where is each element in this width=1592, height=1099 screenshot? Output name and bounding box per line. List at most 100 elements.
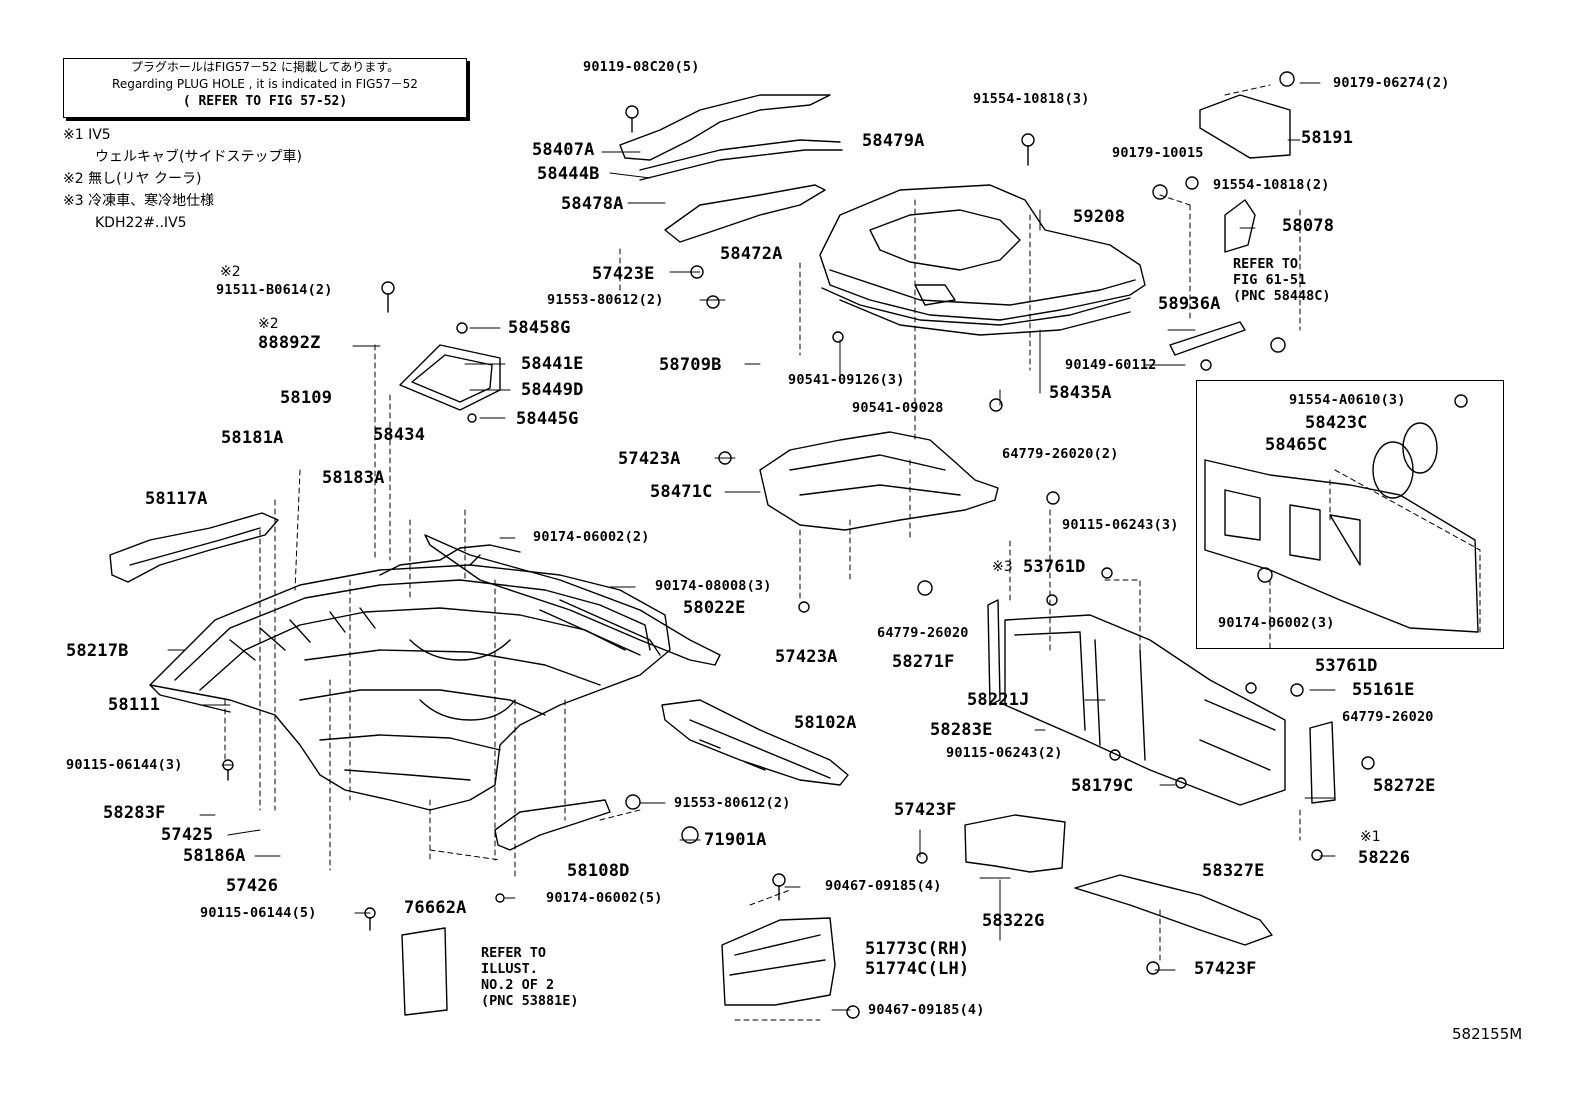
part-label[interactable]: 58022E <box>683 598 746 618</box>
part-label[interactable]: 90174-06002(5) <box>546 890 663 906</box>
part-label[interactable]: 58709B <box>659 355 722 375</box>
hole-cover-58441e-shape <box>399 344 501 411</box>
part-label[interactable]: 90174-06002(2) <box>533 529 650 545</box>
part-label[interactable]: 58449D <box>521 380 584 400</box>
part-label[interactable]: 90174-06002(3) <box>1218 615 1335 631</box>
part-label[interactable]: 58472A <box>720 244 783 264</box>
part-label[interactable]: 58322G <box>982 911 1045 931</box>
part-label[interactable]: 58111 <box>108 695 161 715</box>
part-label[interactable]: 58181A <box>221 428 284 448</box>
part-label[interactable]: 91511-B0614(2) <box>216 282 333 298</box>
part-label[interactable]: 58444B <box>537 164 600 184</box>
panel-58191-shape <box>1199 94 1291 159</box>
part-label[interactable]: 58471C <box>650 482 713 502</box>
part-label[interactable]: 58327E <box>1202 861 1265 881</box>
part-label[interactable]: 57425 <box>161 825 214 845</box>
refer-illust[interactable]: REFER TO ILLUST. NO.2 OF 2 (PNC 53881E) <box>481 945 579 1009</box>
figure-id: 582155M <box>1452 1025 1523 1043</box>
part-label[interactable]: 58283E <box>930 720 993 740</box>
part-label[interactable]: 58478A <box>561 194 624 214</box>
part-label[interactable]: 90467-09185(4) <box>825 878 942 894</box>
part-label[interactable]: 51774C(LH) <box>865 959 970 979</box>
refer-fig61[interactable]: REFER TO FIG 61-51 (PNC 58448C) <box>1233 256 1331 304</box>
part-label[interactable]: 57423F <box>894 800 957 820</box>
part-label[interactable]: 58407A <box>532 140 595 160</box>
part-label[interactable]: 58435A <box>1049 383 1112 403</box>
part-label[interactable]: 71901A <box>704 830 767 850</box>
panel-58322g-shape <box>964 814 1066 873</box>
part-label[interactable]: 90119-08C20(5) <box>583 59 700 75</box>
part-label[interactable]: 88892Z <box>258 333 321 353</box>
part-label[interactable]: 91553-80612(2) <box>674 795 791 811</box>
footnote-3-detail: KDH22#..IV5 <box>95 215 187 231</box>
part-label[interactable]: 58226 <box>1358 848 1411 868</box>
floor-cover-58471c-shape <box>759 431 999 531</box>
part-label[interactable]: 58102A <box>794 713 857 733</box>
part-label[interactable]: 90179-06274(2) <box>1333 75 1450 91</box>
crossmember-58102a-shape <box>661 699 849 786</box>
part-label[interactable]: 59208 <box>1073 207 1126 227</box>
part-label[interactable]: 58191 <box>1301 128 1354 148</box>
note-english: Regarding PLUG HOLE , it is indicated in… <box>112 77 418 91</box>
part-label[interactable]: 91554-A0610(3) <box>1289 392 1406 408</box>
strip-58271f-shape <box>987 599 1001 706</box>
footnote-2: ※2 無し(リヤ クーラ) <box>63 171 202 187</box>
part-label[interactable]: 90115-06243(3) <box>1062 517 1179 533</box>
note-refer-link[interactable]: ( REFER TO FIG 57-52) <box>182 94 348 109</box>
plug-hole-note: プラグホールはFIG57－52 に掲載してあります。 Regarding PLU… <box>63 58 467 118</box>
part-label[interactable]: 90541-09126(3) <box>788 372 905 388</box>
part-label[interactable]: 58458G <box>508 318 571 338</box>
part-label[interactable]: 90541-09028 <box>852 400 944 416</box>
step-51773c-shape <box>721 917 836 1006</box>
part-label[interactable]: 55161E <box>1352 680 1415 700</box>
part-label[interactable]: 58434 <box>373 425 426 445</box>
part-label[interactable]: 57423A <box>775 647 838 667</box>
part-label[interactable]: 58465C <box>1265 435 1328 455</box>
part-label[interactable]: 58441E <box>521 354 584 374</box>
part-label[interactable]: 90115-06144(3) <box>66 757 183 773</box>
part-label[interactable]: 58217B <box>66 641 129 661</box>
footnote-3: ※3 冷凍車、寒冷地仕様 <box>63 193 215 209</box>
part-label[interactable]: 64779-26020 <box>877 625 969 641</box>
mark-3: ※3 <box>992 559 1013 575</box>
part-label[interactable]: 57423E <box>592 264 655 284</box>
part-label[interactable]: 90174-08008(3) <box>655 578 772 594</box>
part-label[interactable]: 58078 <box>1282 216 1335 236</box>
part-label[interactable]: 58271F <box>892 652 955 672</box>
part-label[interactable]: 58272E <box>1373 776 1436 796</box>
part-label[interactable]: 58936A <box>1158 294 1221 314</box>
part-label[interactable]: 58179C <box>1071 776 1134 796</box>
leader-lines <box>167 82 1481 1021</box>
part-label[interactable]: 51773C(RH) <box>865 939 970 959</box>
part-label[interactable]: 58479A <box>862 131 925 151</box>
part-label[interactable]: 58283F <box>103 803 166 823</box>
part-label[interactable]: 58186A <box>183 846 246 866</box>
fastener-glyphs <box>222 71 1468 1019</box>
part-label[interactable]: 58183A <box>322 468 385 488</box>
part-label[interactable]: 58221J <box>967 690 1030 710</box>
note-japanese: プラグホールはFIG57－52 に掲載してあります。 <box>130 60 400 74</box>
part-label[interactable]: 53761D <box>1023 557 1086 577</box>
part-label[interactable]: 58445G <box>516 409 579 429</box>
part-label[interactable]: 58108D <box>567 861 630 881</box>
part-label[interactable]: 58423C <box>1305 413 1368 433</box>
part-label[interactable]: 91553-80612(2) <box>547 292 664 308</box>
part-label[interactable]: 91554-10818(3) <box>973 91 1090 107</box>
part-label[interactable]: 64779-26020 <box>1342 709 1434 725</box>
part-label[interactable]: 57423A <box>618 449 681 469</box>
part-label[interactable]: 90179-10015 <box>1112 145 1204 161</box>
brace-58407a-shape <box>619 94 831 161</box>
part-label[interactable]: 91554-10818(2) <box>1213 177 1330 193</box>
part-label[interactable]: 53761D <box>1315 656 1378 676</box>
part-label[interactable]: 58109 <box>280 388 333 408</box>
part-label[interactable]: 58117A <box>145 489 208 509</box>
part-label[interactable]: 90149-60112 <box>1065 357 1157 373</box>
part-label[interactable]: 64779-26020(2) <box>1002 446 1119 462</box>
part-label[interactable]: 90115-06243(2) <box>946 745 1063 761</box>
part-label[interactable]: 57423F <box>1194 959 1257 979</box>
part-label[interactable]: 90115-06144(5) <box>200 905 317 921</box>
part-label[interactable]: 90467-09185(4) <box>868 1002 985 1018</box>
part-label[interactable]: 57426 <box>226 876 279 896</box>
part-label[interactable]: 76662A <box>404 898 467 918</box>
